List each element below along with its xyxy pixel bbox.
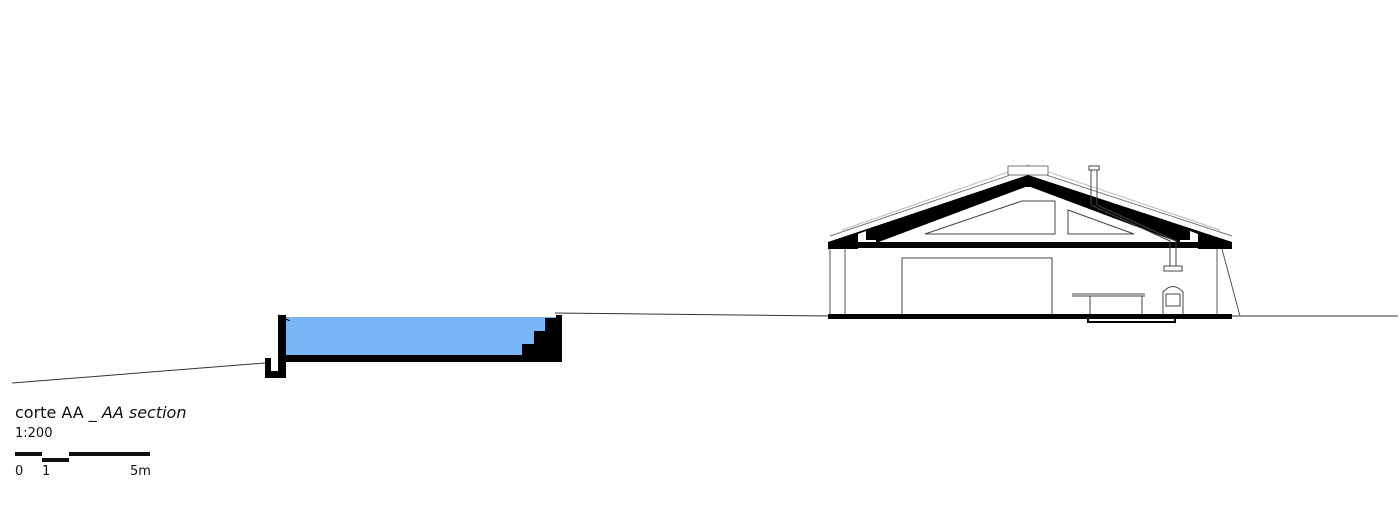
kitchen-counter: [1072, 293, 1145, 316]
scale-bar-label-5m: 5m: [130, 464, 151, 479]
attic-window-right: [1067, 209, 1135, 235]
scale-bar-segment: [15, 452, 42, 456]
house-opening: [901, 257, 1053, 317]
house: [828, 164, 1241, 323]
scale-bar-segment: [69, 452, 150, 456]
section-title-en: AA section: [101, 403, 187, 422]
section-title-pt: corte AA _: [15, 403, 102, 422]
scale-bar-segment: [42, 458, 69, 462]
pool-floor: [286, 355, 562, 362]
chimney: [1088, 165, 1183, 272]
pool-wall-left: [265, 315, 286, 378]
fireplace: [1162, 286, 1184, 316]
pool-steps: [522, 318, 556, 355]
scale-bar-label-1: 1: [42, 464, 51, 479]
pool: [265, 314, 562, 378]
pool-water: [286, 317, 556, 355]
ceiling-slab: [858, 242, 1198, 248]
attic-window-left: [924, 200, 1056, 235]
scale-ratio: 1:200: [15, 426, 53, 441]
ground-line: [11, 312, 1398, 384]
section-title: corte AA _ AA section: [15, 403, 186, 423]
pool-wall-right: [556, 315, 562, 362]
floor-slab: [828, 314, 1232, 319]
scale-bar: 0 1 5m: [15, 452, 155, 482]
roof-ridge-cap: [1007, 165, 1049, 176]
scale-bar-label-0: 0: [15, 464, 24, 479]
